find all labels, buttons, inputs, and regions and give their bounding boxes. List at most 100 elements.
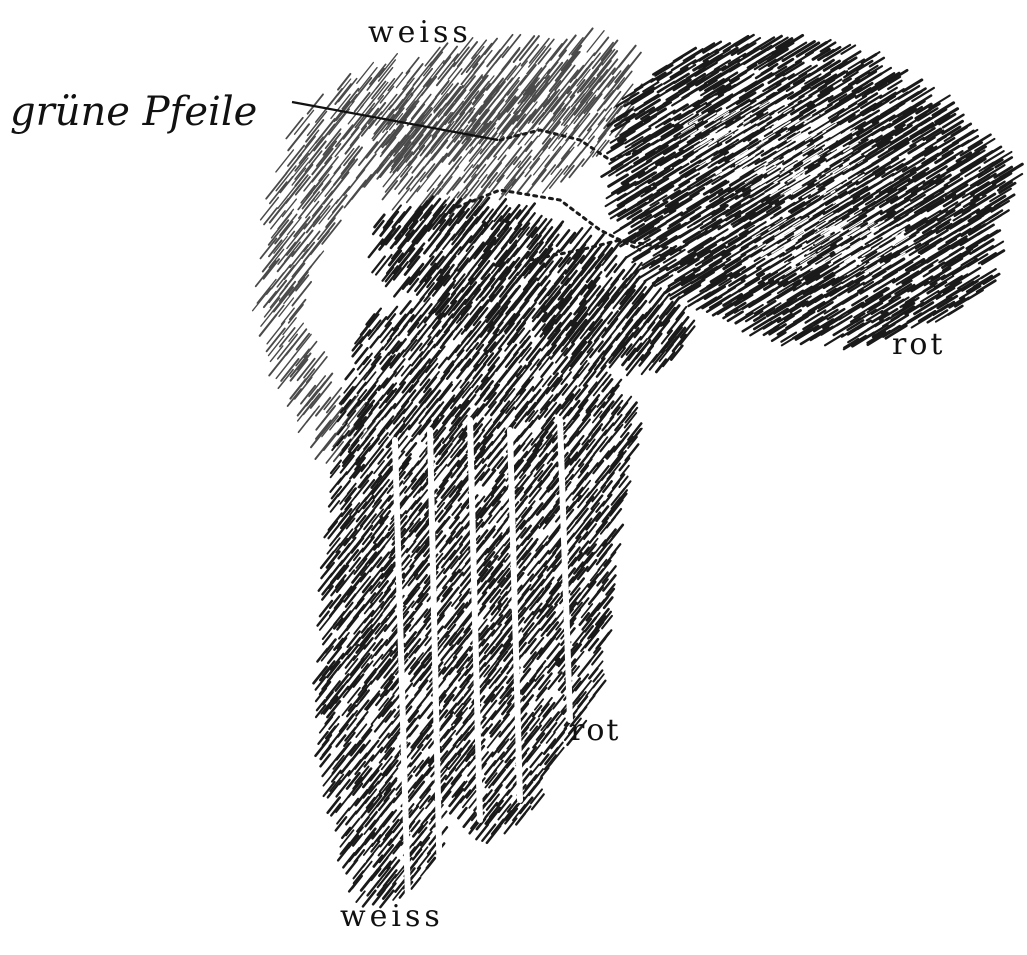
hatch-stroke bbox=[982, 251, 1004, 264]
hatch-stroke bbox=[453, 176, 465, 191]
hatch-stroke bbox=[588, 560, 597, 571]
hatch-stroke bbox=[532, 794, 544, 809]
hatch-stroke bbox=[314, 206, 330, 227]
hatch-stroke bbox=[371, 337, 379, 348]
hatch-stroke bbox=[603, 417, 614, 431]
hatch-stroke bbox=[443, 572, 456, 588]
hatch-stroke bbox=[373, 157, 388, 176]
hatch-stroke bbox=[479, 157, 497, 179]
hatch-stroke bbox=[458, 808, 466, 818]
hatch-stroke bbox=[452, 770, 463, 784]
hatch-stroke bbox=[269, 351, 288, 375]
hatch-stroke bbox=[299, 412, 315, 432]
hatch-stroke bbox=[294, 217, 309, 236]
hatch-stroke bbox=[253, 288, 271, 310]
hatch-stroke bbox=[304, 231, 320, 251]
hatch-stroke bbox=[403, 69, 419, 89]
hatch-stroke bbox=[288, 389, 302, 406]
hatch-strokes bbox=[253, 29, 1023, 908]
hatch-stroke bbox=[292, 282, 311, 306]
hatch-stroke bbox=[290, 300, 306, 320]
hatch-stroke bbox=[440, 473, 451, 487]
hatch-stroke bbox=[547, 530, 559, 545]
hatch-stroke bbox=[295, 154, 308, 171]
hatch-stroke bbox=[529, 46, 546, 67]
hatch-stroke bbox=[363, 171, 376, 187]
hatch-stroke bbox=[289, 272, 307, 295]
hatch-stroke bbox=[590, 530, 600, 543]
hatch-stroke bbox=[316, 421, 331, 439]
hatch-stroke bbox=[581, 641, 589, 651]
hatch-stroke bbox=[289, 305, 303, 323]
hatch-stroke bbox=[323, 764, 333, 777]
hatch-stroke bbox=[359, 142, 377, 165]
hatch-stroke bbox=[487, 808, 500, 825]
hatch-stroke bbox=[323, 634, 331, 645]
hatch-stroke bbox=[578, 590, 589, 604]
hatch-stroke bbox=[456, 147, 473, 169]
hatch-stroke bbox=[453, 381, 461, 392]
hatch-stroke bbox=[645, 268, 667, 282]
hatch-stroke bbox=[526, 136, 538, 151]
hatch-stroke bbox=[603, 394, 614, 407]
hatch-stroke bbox=[346, 812, 356, 825]
hatch-stroke bbox=[497, 790, 509, 806]
hatch-stroke bbox=[316, 101, 333, 122]
hatch-stroke bbox=[330, 601, 342, 616]
hatch-stroke bbox=[357, 63, 374, 84]
hatch-stroke bbox=[308, 94, 323, 113]
hatch-stroke bbox=[498, 96, 515, 118]
hatch-stroke bbox=[364, 844, 373, 855]
hatch-stroke bbox=[969, 135, 991, 148]
hatch-stroke bbox=[536, 688, 546, 701]
hatch-stroke bbox=[278, 185, 297, 209]
hatch-stroke bbox=[311, 425, 329, 447]
hatch-stroke bbox=[388, 73, 402, 91]
hatch-stroke bbox=[276, 166, 296, 191]
hatch-stroke bbox=[364, 366, 375, 380]
hatch-stroke bbox=[257, 279, 276, 303]
hatch-stroke bbox=[960, 268, 980, 280]
hatch-stroke bbox=[378, 420, 390, 435]
hatch-stroke bbox=[306, 202, 319, 218]
hatch-stroke bbox=[540, 488, 549, 500]
hatch-stroke bbox=[572, 29, 593, 55]
hatch-stroke bbox=[411, 297, 424, 313]
hatch-stroke bbox=[346, 369, 354, 379]
hatch-stroke bbox=[267, 273, 284, 294]
hatch-stroke bbox=[579, 661, 591, 676]
hatch-stroke bbox=[587, 31, 604, 52]
hatch-stroke bbox=[322, 220, 341, 244]
hatch-stroke bbox=[394, 278, 409, 297]
hatch-stroke bbox=[342, 151, 360, 174]
hatch-stroke bbox=[297, 334, 310, 350]
hatch-stroke bbox=[440, 385, 452, 400]
hatch-stroke bbox=[503, 35, 521, 58]
hatch-stroke bbox=[532, 546, 543, 560]
hatch-stroke bbox=[482, 515, 491, 526]
hatch-stroke bbox=[320, 616, 331, 630]
hatch-stroke bbox=[261, 238, 277, 258]
hatch-stroke bbox=[445, 617, 453, 627]
hatch-stroke bbox=[375, 721, 383, 731]
hatch-stroke bbox=[403, 268, 419, 289]
hatch-stroke bbox=[617, 166, 632, 175]
hatch-stroke bbox=[439, 358, 447, 368]
hatch-stroke bbox=[469, 798, 477, 808]
hatch-stroke bbox=[626, 444, 639, 460]
hatch-stroke bbox=[587, 604, 600, 621]
hatch-stroke bbox=[495, 370, 507, 386]
hatch-stroke bbox=[545, 147, 561, 167]
hatch-stroke bbox=[538, 351, 549, 365]
hatch-stroke bbox=[372, 748, 382, 761]
hatch-stroke bbox=[320, 717, 333, 733]
hatch-stroke bbox=[306, 120, 323, 142]
hatch-stroke bbox=[383, 181, 398, 199]
hatch-stroke bbox=[269, 220, 289, 245]
hatch-stroke bbox=[450, 797, 463, 814]
hatch-stroke bbox=[461, 64, 477, 85]
hatch-stroke bbox=[323, 774, 332, 785]
hatch-stroke bbox=[593, 587, 603, 600]
hatch-stroke bbox=[530, 146, 548, 168]
